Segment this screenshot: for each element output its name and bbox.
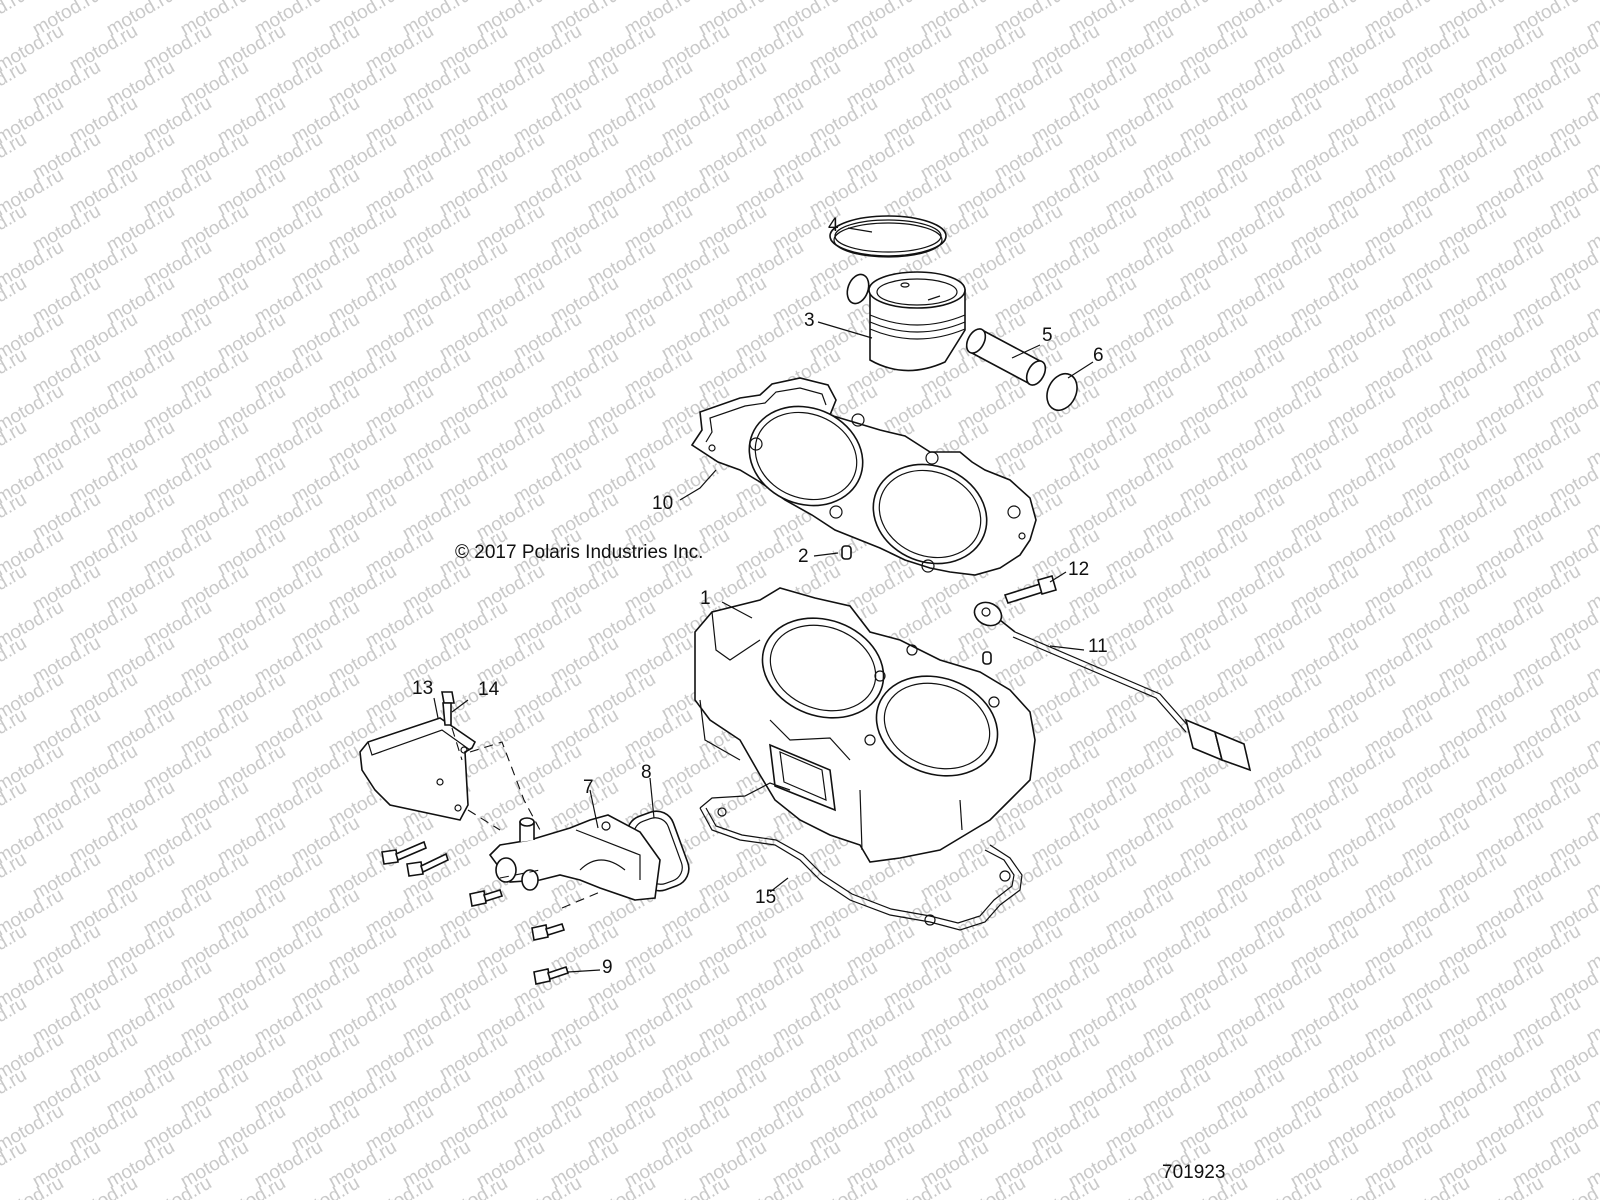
watermark-text: motod.ru: [0, 489, 30, 545]
callout-1: 1: [700, 588, 711, 609]
watermark-text: motod.ru: [0, 57, 30, 113]
callout-8: 8: [641, 762, 652, 783]
watermark-text: motod.ru: [0, 0, 30, 40]
callout-10: 10: [652, 493, 673, 514]
callout-11: 11: [1088, 636, 1108, 657]
figure-number: 701923: [1162, 1162, 1225, 1183]
watermark-text: motod.ru: [0, 417, 30, 473]
watermark-text: motod.ru: [0, 561, 30, 617]
copyright-notice: © 2017 Polaris Industries Inc.: [455, 542, 703, 563]
watermark-text: motod.ru: [0, 705, 30, 761]
callout-6: 6: [1093, 345, 1104, 366]
callout-4: 4: [828, 215, 839, 236]
callout-2: 2: [798, 546, 809, 567]
watermark-text: motod.ru: [0, 993, 30, 1049]
watermark-text: motod.ru: [0, 1137, 30, 1193]
piston[interactable]: [868, 271, 966, 372]
watermark-text: motod.ru: [0, 201, 30, 257]
callout-14: 14: [478, 679, 500, 700]
watermark-text: motod.ru: [0, 129, 30, 185]
callout-3: 3: [804, 310, 815, 331]
callout-7: 7: [583, 777, 594, 798]
watermark-text: motod.ru: [0, 345, 30, 401]
callout-9: 9: [602, 957, 613, 978]
watermark-text: motod.ru: [0, 1065, 30, 1121]
callout-15: 15: [755, 887, 776, 908]
watermark-text: motod.ru: [0, 921, 30, 977]
piston-rings[interactable]: [829, 215, 947, 258]
callout-13: 13: [412, 678, 433, 699]
watermark-text: motod.ru: [0, 849, 30, 905]
watermark-text: motod.ru: [0, 273, 30, 329]
callout-12: 12: [1068, 559, 1089, 580]
watermark-text: motod.ru: [0, 633, 30, 689]
dowel-pin[interactable]: [841, 545, 852, 560]
watermark-text: motod.ru: [0, 777, 30, 833]
callout-5: 5: [1042, 325, 1053, 346]
